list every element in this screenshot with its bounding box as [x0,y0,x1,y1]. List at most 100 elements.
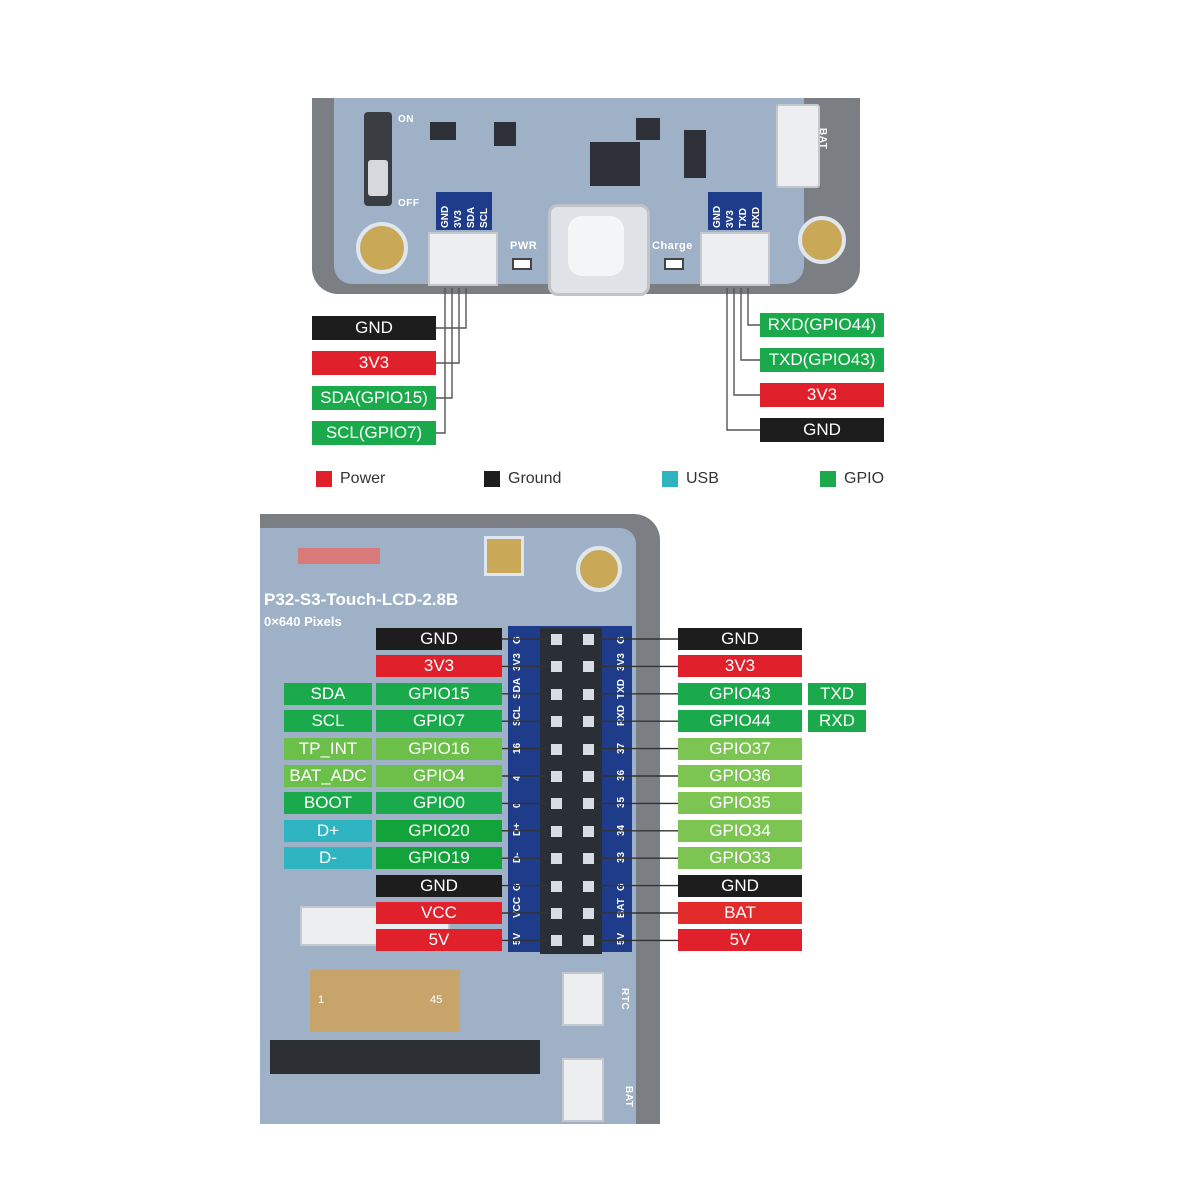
header-pin [548,905,565,922]
charge-led [664,258,684,270]
header-pin [580,740,597,758]
fpc-gold-area [310,970,460,1032]
uart-connector [700,232,770,286]
right-pin-label: GPIO43 [678,683,802,705]
header-pin [580,850,597,868]
header-pin [548,658,565,676]
top-left-wire [436,288,453,399]
header-pin [580,877,597,895]
right-pin-label: GND [678,628,802,650]
top-left-pin-label: SDA(GPIO15) [312,386,436,410]
left-function-label: TP_INT [284,738,372,760]
header-pin [580,658,597,676]
header-pin [580,905,597,922]
legend-label: GPIO [844,470,885,487]
mounting-hole [576,546,622,592]
left-pin-label: GND [376,875,502,897]
top-wires [436,288,760,434]
ic-chip [590,142,640,186]
header-pin [548,740,565,758]
ic-chip [430,122,456,140]
battery-connector [776,104,820,188]
right-pin-label: GPIO33 [678,847,802,869]
right-pin-label: GPIO37 [678,738,802,760]
switch-off-label: OFF [398,198,420,209]
header-pin [580,631,597,648]
top-left-wire [436,288,460,364]
right-function-label: RXD [808,710,866,732]
top-right-pin-label: TXD(GPIO43) [760,348,884,372]
top-right-wire [747,288,760,326]
top-left-wire [436,288,446,434]
i2c-connector [428,232,498,286]
ic-chip [494,122,516,146]
top-right-wire [740,288,760,361]
mounting-hole [356,222,408,274]
right-pin-label: GPIO44 [678,710,802,732]
left-pin-label: GPIO15 [376,683,502,705]
left-connector-silk-block [436,192,492,230]
header-pin [548,932,565,950]
left-pin-label: GPIO0 [376,792,502,814]
power-switch-knob [368,160,388,196]
header-pin [548,822,565,840]
right-function-label: TXD [808,683,866,705]
header-pin [548,850,565,868]
header-pin [580,822,597,840]
left-pin-label: VCC [376,902,502,924]
top-left-pin-label: SCL(GPIO7) [312,421,436,445]
legend-swatch [662,471,678,487]
legend-swatch [820,471,836,487]
ic-chip [684,130,706,178]
left-pin-label: GPIO4 [376,765,502,787]
fpc-number-45: 45 [430,994,443,1006]
switch-on-label: ON [398,114,414,125]
top-right-pin-label: 3V3 [760,383,884,407]
component-strip [298,548,380,564]
board-title: P32-S3-Touch-LCD-2.8B [264,590,459,609]
rtc-connector [562,972,604,1026]
left-function-label: BAT_ADC [284,765,372,787]
left-pin-label: GPIO16 [376,738,502,760]
left-pin-label: 3V3 [376,655,502,677]
header-pin [580,713,597,731]
pwr-label: PWR [510,240,538,252]
left-function-label: D- [284,847,372,869]
usb-c-opening [568,216,624,276]
header-pin [548,631,565,648]
left-pin-label: GPIO20 [376,820,502,842]
battery-connector-bottom [562,1058,604,1122]
pin-header [540,628,602,954]
right-pin-label: 5V [678,929,802,951]
right-pin-label: GPIO35 [678,792,802,814]
top-right-pin-label: RXD(GPIO44) [760,313,884,337]
top-left-pin-label: GND [312,316,436,340]
header-pin [548,768,565,785]
right-pin-label: GPIO34 [678,820,802,842]
board-subtitle: 0×640 Pixels [264,614,342,629]
header-pin [548,877,565,895]
legend-swatch [316,471,332,487]
header-pin [580,768,597,785]
left-function-label: SDA [284,683,372,705]
top-left-wire [436,288,467,329]
left-function-label: SCL [284,710,372,732]
header-pin [548,713,565,731]
left-pin-label: GPIO7 [376,710,502,732]
charge-label: Charge [652,240,693,252]
mounting-hole [798,216,846,264]
right-pin-label: GPIO36 [678,765,802,787]
header-pin [548,795,565,813]
header-pin [580,685,597,703]
right-pin-label: 3V3 [678,655,802,677]
fpc-number-1: 1 [318,994,325,1006]
antenna-connector [484,536,524,576]
legend-label: USB [686,470,719,487]
header-pin [580,932,597,950]
pwr-led [512,258,532,270]
header-pin [548,685,565,703]
left-function-label: BOOT [284,792,372,814]
header-pin [580,795,597,813]
top-left-pin-label: 3V3 [312,351,436,375]
